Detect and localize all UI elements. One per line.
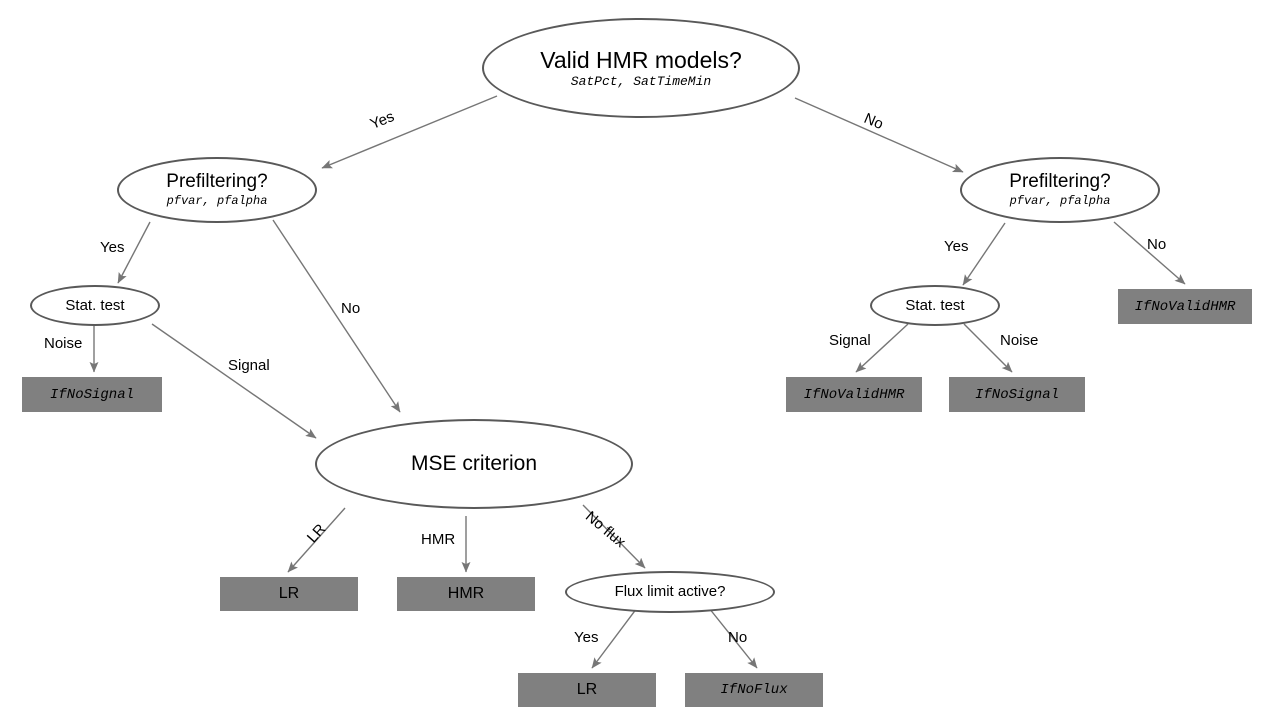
node-mse-criterion[interactable]: MSE criterion (315, 419, 633, 509)
node-title: Flux limit active? (614, 583, 726, 601)
node-label: HMR (447, 584, 485, 602)
node-subtitle: SatPct, SatTimeMin (570, 73, 712, 89)
node-ifnoflux[interactable]: IfNoFlux (685, 673, 823, 707)
node-prefiltering-left[interactable]: Prefiltering? pfvar, pfalpha (117, 157, 317, 223)
node-valid-hmr-models[interactable]: Valid HMR models? SatPct, SatTimeMin (482, 18, 800, 118)
node-ifnovalidhmr-right-top[interactable]: IfNoValidHMR (1118, 289, 1252, 324)
edge-root-yes (321, 95, 498, 169)
node-title: MSE criterion (410, 451, 538, 475)
node-lr-flux[interactable]: LR (518, 673, 656, 707)
edge-statleft-signal (151, 323, 317, 439)
node-label: IfNoValidHMR (803, 386, 905, 403)
node-subtitle: pfvar, pfalpha (1009, 194, 1111, 209)
edge-label-pfright-no: No (1147, 236, 1167, 253)
node-title: Prefiltering? (166, 171, 268, 193)
node-label: IfNoSignal (49, 386, 134, 403)
edge-pfright-no (1113, 221, 1186, 285)
node-ifnosignal-right[interactable]: IfNoSignal (949, 377, 1085, 412)
edge-label-pfleft-yes: Yes (100, 239, 125, 256)
node-label: LR (576, 680, 598, 698)
node-stat-test-right[interactable]: Stat. test (870, 285, 1000, 326)
node-title: Valid HMR models? (540, 46, 742, 73)
edge-label-statleft-noise: Noise (44, 335, 83, 352)
edge-label-mse-hmr: HMR (421, 531, 456, 548)
edge-label-statright-noise: Noise (1000, 332, 1039, 349)
edge-label-pfleft-no: No (341, 300, 361, 317)
node-label: LR (278, 584, 300, 602)
node-flux-limit-active[interactable]: Flux limit active? (565, 571, 775, 613)
edge-flux-yes (591, 607, 638, 669)
node-subtitle: pfvar, pfalpha (166, 194, 268, 209)
edge-label-pfright-yes: Yes (944, 238, 969, 255)
edge-mse-noflux (582, 504, 646, 569)
node-stat-test-left[interactable]: Stat. test (30, 285, 160, 326)
edge-statright-signal (855, 323, 909, 373)
node-title: Stat. test (905, 296, 965, 314)
node-label: IfNoFlux (720, 682, 788, 698)
edge-label-statright-signal: Signal (829, 332, 871, 349)
node-title: Stat. test (65, 296, 125, 314)
node-label: IfNoSignal (974, 386, 1059, 403)
edge-pfright-yes (962, 222, 1006, 286)
edge-flux-no (708, 607, 758, 669)
node-ifnosignal-left[interactable]: IfNoSignal (22, 377, 162, 412)
node-title: Prefiltering? (1009, 171, 1111, 193)
edge-pfleft-no (272, 219, 401, 413)
edge-label-flux-yes: Yes (574, 629, 599, 646)
node-prefiltering-right[interactable]: Prefiltering? pfvar, pfalpha (960, 157, 1160, 223)
edge-label-statleft-signal: Signal (228, 357, 270, 374)
edge-pfleft-yes (117, 221, 151, 284)
edge-statright-noise (963, 323, 1013, 373)
edge-mse-lr (287, 507, 346, 573)
node-label: IfNoValidHMR (1134, 298, 1236, 315)
node-hmr-mse[interactable]: HMR (397, 577, 535, 611)
node-ifnovalidhmr-right-bottom[interactable]: IfNoValidHMR (786, 377, 922, 412)
edge-root-no (794, 97, 964, 173)
edge-label-flux-no: No (728, 629, 748, 646)
node-lr-mse[interactable]: LR (220, 577, 358, 611)
